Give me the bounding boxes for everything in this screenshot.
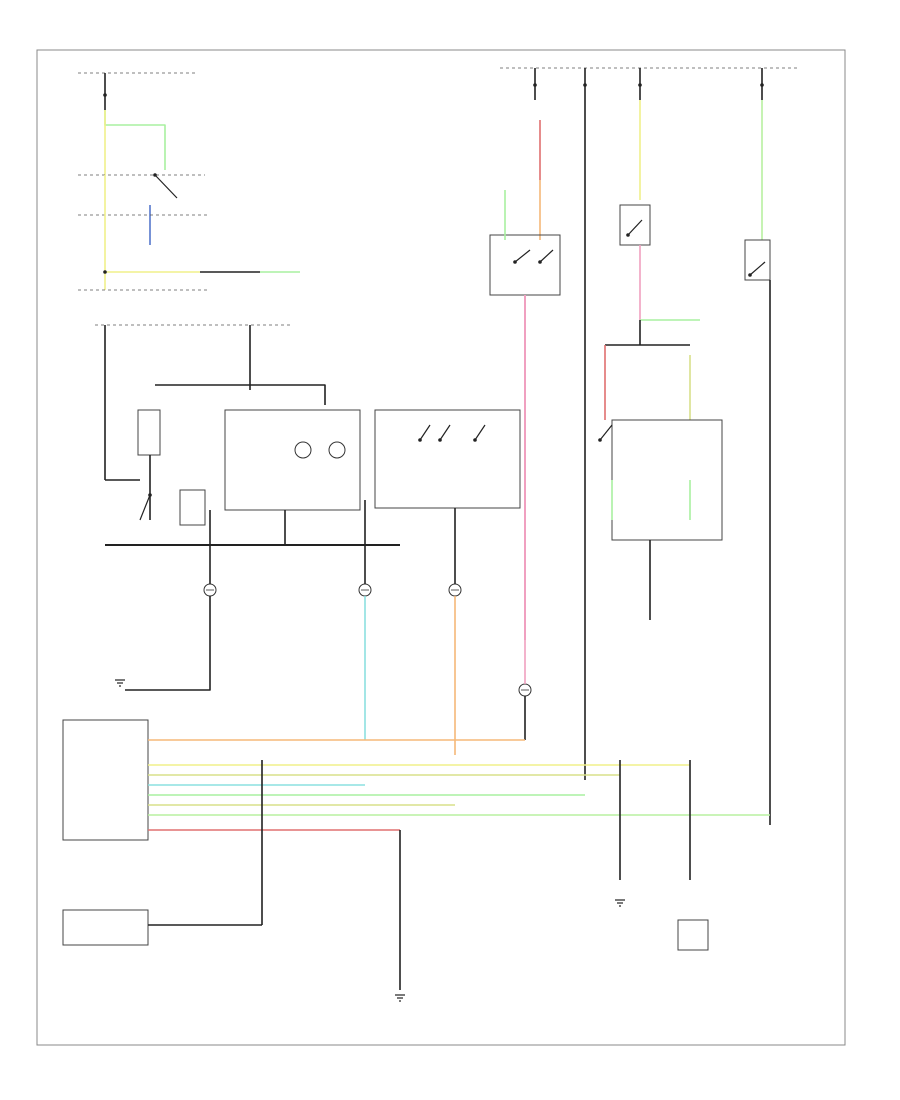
amplifier-switch-3-pivot [473,438,477,442]
brake-pressure-contact-1-pivot [598,438,602,442]
speed-control-contact-1-pivot [513,260,517,264]
servo-motor-icon [294,441,312,459]
amplifier-switch-1 [419,424,431,441]
brake-switch-contact [154,174,178,199]
deactivator-switch-box [744,239,771,281]
amplifier-box [374,409,521,509]
deactivator-contact-pivot [748,273,752,277]
servo-top-wire [155,384,326,405]
speed-control-contact-2-pivot [538,260,542,264]
brake-switch-contact-pivot [153,173,157,177]
sub-module-box [62,909,149,946]
fuse-dot-1 [103,93,107,97]
amplifier-switch-3 [474,424,486,441]
amplifier-switch-2 [439,424,451,441]
speed-control-module-box [62,719,149,841]
fuse-dot-c [638,83,642,87]
fuse-dot-d [760,83,764,87]
servo-solenoid-icon [328,441,346,459]
right-bottom-connector-box [677,919,709,951]
c1-bottom-wire [125,596,211,691]
amplifier-switch-2-pivot [438,438,442,442]
amplifier-switch-1-pivot [418,438,422,442]
speed-control-switch-box [489,234,561,296]
deactivator-contact [749,261,766,276]
stoplamp-contact-pivot [626,233,630,237]
splice-dot-1 [103,270,107,274]
clutch-switch-contact [139,494,151,521]
fuse-dot-b [583,83,587,87]
clutch-switch-contact-pivot [148,493,152,497]
clutch-switch-box [179,489,206,526]
diagram-frame [36,49,846,1046]
fuse-green-wire [104,110,166,170]
servo-box [224,409,361,511]
fuse-dot-a [533,83,537,87]
stoplamp-switch-box [619,204,651,246]
speed-control-contact-2 [539,249,554,263]
brake-pressure-box [611,419,723,541]
brake-pressure-contact-1 [599,424,613,441]
stoplamp-contact [627,219,643,236]
speed-control-contact-1 [514,249,531,263]
vacuum-switch-box [137,409,161,456]
